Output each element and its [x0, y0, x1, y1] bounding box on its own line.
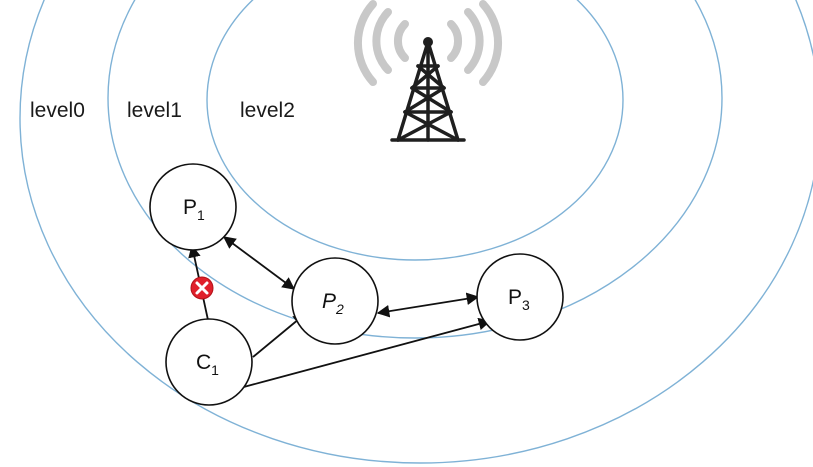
node-c1: C1 [165, 318, 253, 406]
level2-ring [206, 0, 624, 261]
node-c1-subscript: 1 [211, 362, 219, 378]
edge-p2-p3 [376, 292, 480, 318]
node-p3-subscript: 3 [522, 297, 530, 313]
node-p2: P2 [291, 257, 379, 345]
node-p1-subscript: 1 [197, 207, 205, 223]
signal-waves-icon [353, 0, 503, 86]
node-p2-label: P [322, 290, 336, 313]
edge-c1-p3 [239, 317, 492, 389]
node-c1-label: C [196, 351, 211, 374]
node-p1: P1 [149, 163, 237, 251]
node-p3-label: P [508, 286, 522, 309]
level1-ring [107, 0, 723, 339]
svg-text:P3: P3 [508, 286, 530, 313]
svg-text:P2: P2 [322, 290, 344, 317]
svg-text:C1: C1 [196, 351, 219, 378]
node-p3: P3 [476, 253, 564, 341]
blocked-link-icon [190, 276, 214, 300]
cell-tower-icon [390, 37, 466, 142]
level2-label: level2 [240, 99, 295, 122]
node-p1-label: P [183, 196, 197, 219]
edge-p1-p2 [222, 236, 296, 290]
level1-label: level1 [127, 99, 182, 122]
level0-label: level0 [30, 99, 85, 122]
level0-ring [19, 0, 813, 464]
svg-text:P1: P1 [183, 196, 205, 223]
node-p2-subscript: 2 [335, 301, 344, 317]
